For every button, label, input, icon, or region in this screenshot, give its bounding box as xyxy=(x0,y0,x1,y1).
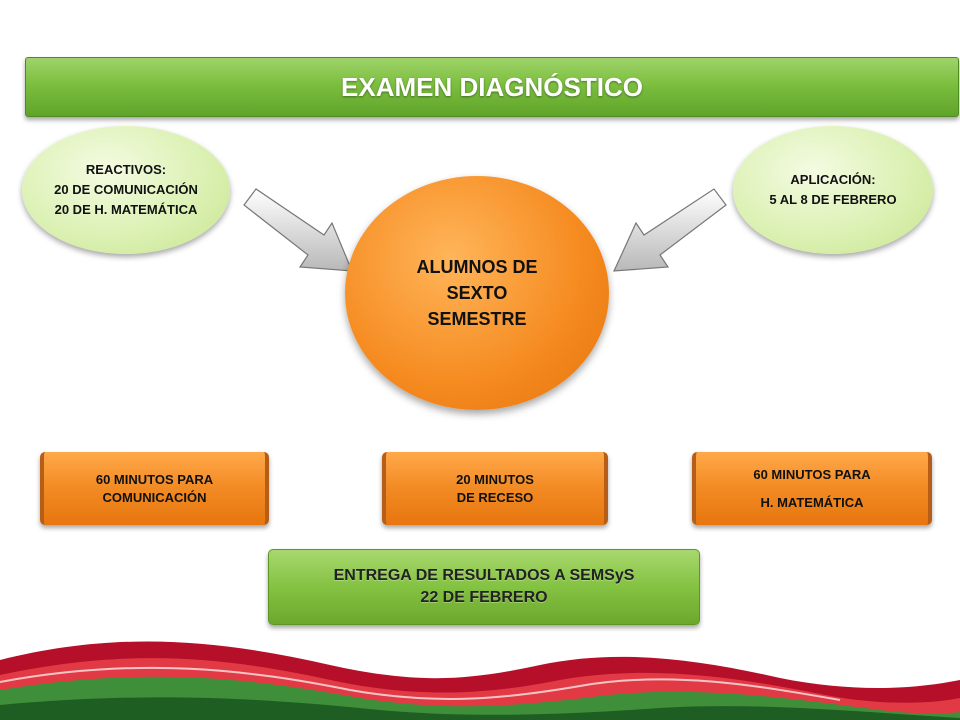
box-line: H. MATEMÁTICA xyxy=(760,494,864,510)
aplicacion-ellipse: APLICACIÓN: 5 AL 8 DE FEBRERO xyxy=(733,126,933,254)
reactivos-heading: REACTIVOS: xyxy=(85,162,167,177)
alumnos-line2: SEXTO xyxy=(446,283,508,303)
aplicacion-heading: APLICACIÓN: xyxy=(790,172,876,187)
aplicacion-dates: 5 AL 8 DE FEBRERO xyxy=(769,192,897,207)
box-line: 60 MINUTOS PARA xyxy=(95,471,214,487)
box-line: COMUNICACIÓN xyxy=(102,489,207,505)
receso-box: 20 MINUTOS DE RECESO xyxy=(382,452,608,525)
entrega-line2: 22 DE FEBRERO xyxy=(420,589,548,606)
box-line: 60 MINUTOS PARA xyxy=(753,466,871,482)
entrega-resultados-box: ENTREGA DE RESULTADOS A SEMSyS 22 DE FEB… xyxy=(268,549,700,625)
reactivos-matematica: 20 DE H. MATEMÁTICA xyxy=(54,202,198,217)
alumnos-line1: ALUMNOS DE xyxy=(416,257,538,277)
reactivos-comunicacion: 20 DE COMUNICACIÓN xyxy=(54,182,198,197)
arrow-right-down-icon xyxy=(243,188,353,272)
reactivos-ellipse: REACTIVOS: 20 DE COMUNICACIÓN 20 DE H. M… xyxy=(22,126,230,254)
box-line: DE RECESO xyxy=(456,489,534,505)
arrow-left-down-icon xyxy=(613,188,727,272)
alumnos-line3: SEMESTRE xyxy=(427,309,527,329)
box-line: 20 MINUTOS xyxy=(456,471,534,487)
page-title: EXAMEN DIAGNÓSTICO xyxy=(341,71,643,102)
entrega-line1: ENTREGA DE RESULTADOS A SEMSyS xyxy=(333,567,635,584)
matematica-time-box: 60 MINUTOS PARA H. MATEMÁTICA xyxy=(692,452,932,525)
alumnos-circle: ALUMNOS DE SEXTO SEMESTRE xyxy=(345,176,609,410)
footer-ribbon-decoration xyxy=(0,641,960,720)
title-banner: EXAMEN DIAGNÓSTICO xyxy=(25,57,959,117)
comunicacion-time-box: 60 MINUTOS PARA COMUNICACIÓN xyxy=(40,452,269,525)
